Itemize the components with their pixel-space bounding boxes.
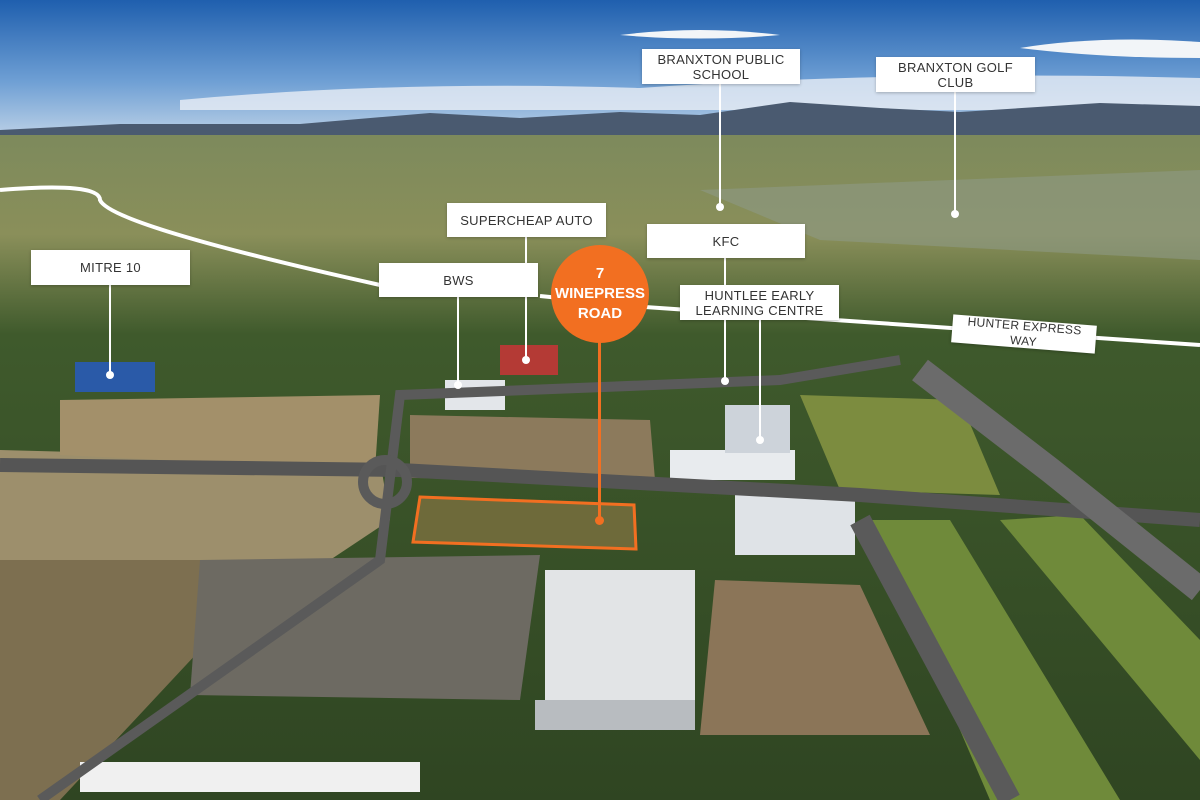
site-boundary — [411, 495, 638, 551]
pin-dot — [522, 356, 530, 364]
building — [725, 405, 790, 453]
site-pin-line — [598, 342, 601, 518]
warehouse-facade — [535, 700, 695, 730]
grass-field — [1000, 515, 1200, 760]
label-bws: BWS — [379, 263, 538, 297]
site-street: WINEPRESS — [554, 285, 645, 302]
label-mitre-10: MITRE 10 — [31, 250, 190, 285]
pin-dot — [716, 203, 724, 211]
cleared-land — [60, 395, 380, 470]
label-line: SCHOOL — [692, 66, 750, 82]
cloud — [1020, 39, 1200, 58]
site-number: 7 — [595, 265, 605, 282]
label-supercheap-auto: SUPERCHEAP AUTO — [447, 203, 606, 237]
roundabout — [358, 455, 412, 509]
label-huntlee-early-learning-centre: HUNTLEE EARLY LEARNING CENTRE — [680, 285, 839, 320]
road — [0, 458, 1200, 527]
cloud — [620, 30, 780, 39]
pin-line — [759, 320, 761, 440]
label-line: LEARNING CENTRE — [695, 302, 824, 318]
cleared-land — [0, 450, 390, 560]
yard — [190, 555, 540, 700]
label-branxton-public-school: BRANXTON PUBLIC SCHOOL — [642, 49, 800, 84]
site-address-badge: 7 WINEPRESS ROAD — [551, 245, 649, 343]
label-kfc: KFC — [647, 224, 805, 258]
pin-line — [457, 297, 459, 385]
label-line: CLUB — [937, 74, 974, 90]
pin-dot — [721, 377, 729, 385]
label-line: BRANXTON PUBLIC — [657, 51, 785, 67]
highway — [912, 359, 1200, 601]
cleared-land — [0, 560, 340, 800]
road — [37, 355, 901, 800]
road — [850, 514, 1020, 800]
pin-line — [525, 237, 527, 360]
site-street-type: ROAD — [577, 305, 623, 322]
site-pin-dot — [595, 516, 604, 525]
building — [670, 450, 795, 480]
grass-field — [800, 395, 1000, 495]
label-branxton-golf-club: BRANXTON GOLF CLUB — [876, 57, 1035, 92]
mitre10-building — [75, 362, 155, 392]
pin-line — [719, 84, 721, 208]
building — [735, 495, 855, 555]
town — [700, 170, 1200, 260]
warehouse — [545, 570, 695, 700]
pin-line — [724, 258, 726, 382]
pin-dot — [756, 436, 764, 444]
pin-line — [109, 285, 111, 375]
pin-dot — [106, 371, 114, 379]
construction-site — [410, 415, 655, 480]
yard — [700, 580, 930, 735]
canopy — [80, 762, 420, 792]
label-line: HUNTLEE EARLY — [704, 287, 815, 303]
grass-field — [870, 520, 1120, 800]
pin-dot — [951, 210, 959, 218]
pin-dot — [454, 381, 462, 389]
pin-line — [954, 92, 956, 214]
label-line: BRANXTON GOLF — [898, 59, 1013, 75]
mountains — [0, 102, 1200, 140]
